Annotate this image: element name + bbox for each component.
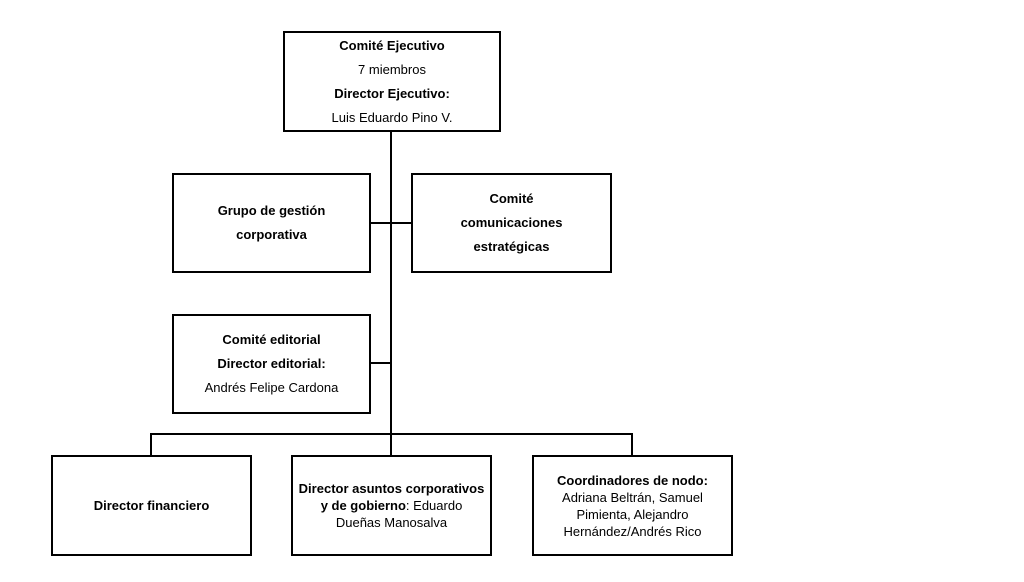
node-coordinators-box: Coordinadores de nodo: Adriana Beltrán, …	[532, 455, 733, 556]
corporate-affairs-line2: y de gobierno: Eduardo	[321, 497, 463, 514]
corporate-affairs-label-line1: Director asuntos corporativos	[298, 481, 485, 496]
management-group-box: Grupo de gestión corporativa	[172, 173, 371, 273]
executive-committee-title: Comité Ejecutivo	[339, 37, 445, 53]
node-coordinators-line2: Pimienta, Alejandro	[576, 506, 689, 522]
executive-committee-box: Comité Ejecutivo 7 miembros Director Eje…	[283, 31, 501, 132]
editorial-connector	[370, 362, 390, 364]
management-group-line2: corporativa	[236, 227, 307, 242]
financial-director-title: Director financiero	[93, 497, 210, 513]
editorial-committee-title: Comité editorial	[222, 332, 321, 347]
editorial-committee-box: Comité editorial Director editorial: And…	[172, 314, 371, 414]
communications-committee-box: Comité comunicaciones estratégicas	[411, 173, 612, 273]
node-coordinators-drop-connector	[631, 433, 633, 456]
communications-line3: estratégicas	[473, 239, 550, 254]
node-coordinators-title: Coordinadores de nodo:	[557, 472, 708, 488]
communications-connector	[392, 222, 412, 224]
communications-line1: Comité	[489, 191, 534, 206]
financial-drop-connector	[150, 433, 152, 456]
node-coordinators-line1: Adriana Beltrán, Samuel	[562, 489, 703, 505]
management-group-connector	[370, 222, 390, 224]
node-coordinators-line3: Hernández/Andrés Rico	[563, 523, 702, 539]
corporate-affairs-name-part1: : Eduardo	[405, 498, 463, 513]
main-vertical-connector	[390, 130, 392, 435]
editorial-director-label: Director editorial:	[217, 356, 326, 371]
executive-committee-members: 7 miembros	[358, 61, 426, 77]
financial-director-box: Director financiero	[51, 455, 252, 556]
editorial-director-name: Andrés Felipe Cardona	[204, 380, 339, 395]
corporate-affairs-drop-connector	[390, 433, 392, 456]
management-group-line1: Grupo de gestión	[217, 203, 326, 218]
corporate-affairs-box: Director asuntos corporativos y de gobie…	[291, 455, 492, 556]
corporate-affairs-name-part2: Dueñas Manosalva	[335, 515, 448, 530]
executive-director-label: Director Ejecutivo:	[334, 85, 450, 101]
executive-director-name: Luis Eduardo Pino V.	[331, 109, 453, 125]
communications-line2: comunicaciones	[460, 215, 563, 230]
corporate-affairs-label-line2: y de gobierno	[320, 498, 406, 513]
